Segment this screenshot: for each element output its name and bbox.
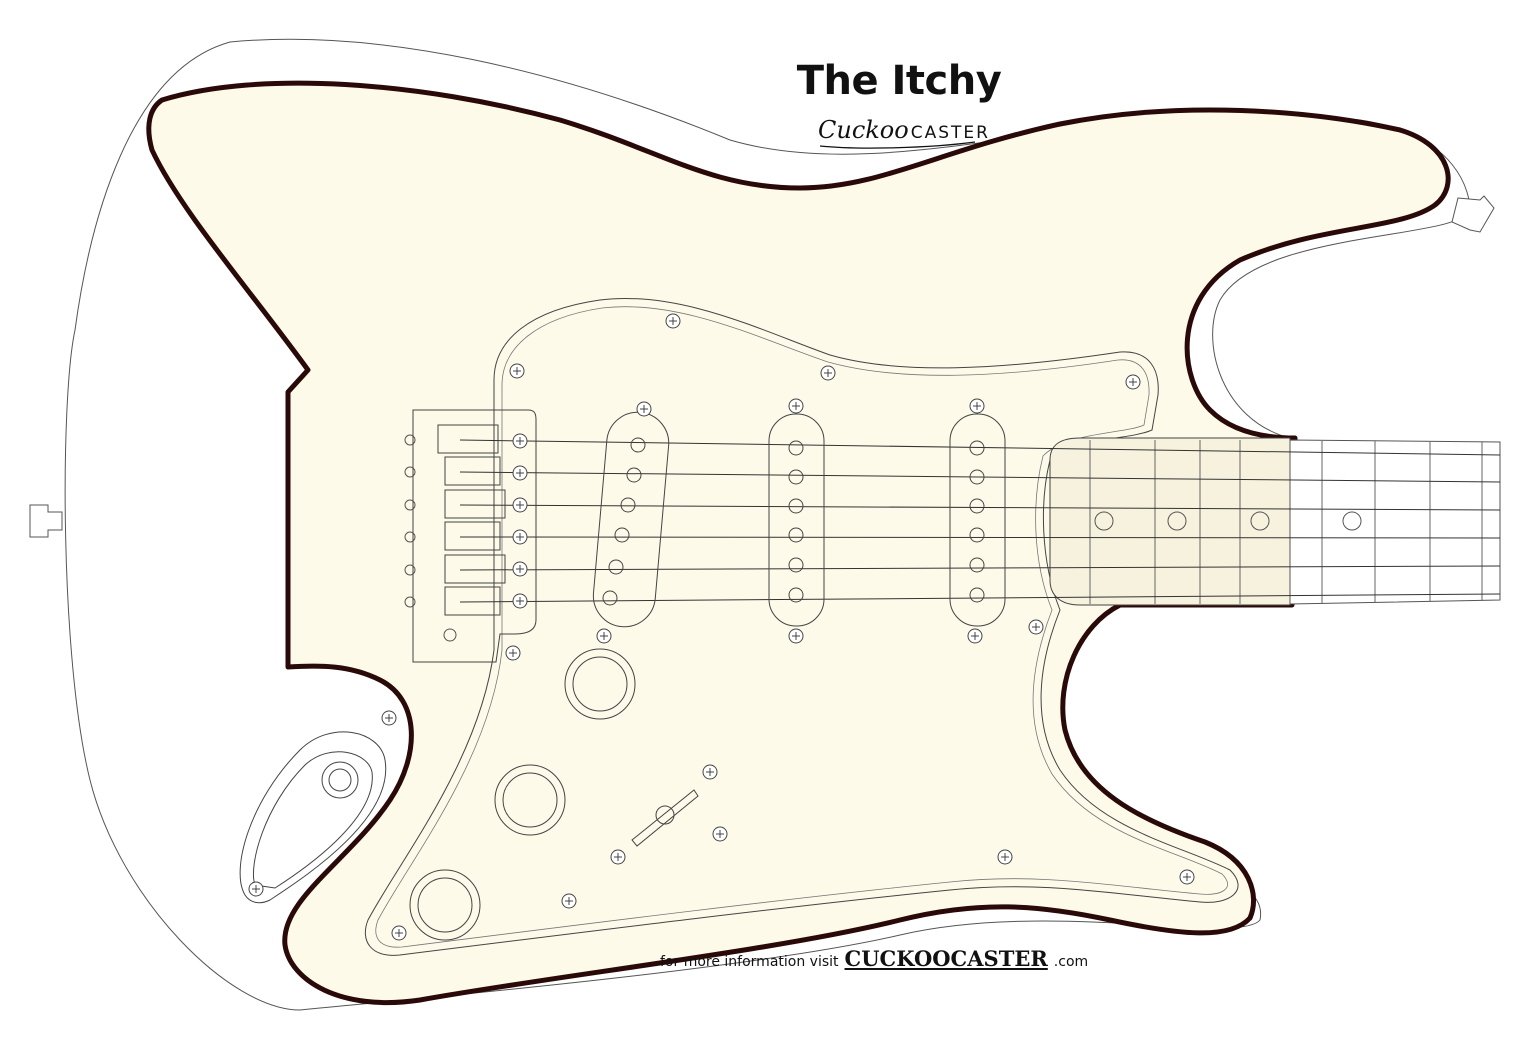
neck-pickup xyxy=(949,413,1006,627)
volume-knob xyxy=(564,648,636,720)
screw-icon xyxy=(1028,619,1044,635)
screw-icon xyxy=(512,433,528,449)
middle-pickup xyxy=(768,413,825,627)
screws xyxy=(248,313,1195,941)
screw-icon xyxy=(596,628,612,644)
screw-icon xyxy=(969,398,985,414)
screw-icon xyxy=(248,881,264,897)
screw-icon xyxy=(610,849,626,865)
brand-caps: CASTER xyxy=(910,123,990,143)
footer-logo: CUCKOOCASTER xyxy=(844,946,1048,971)
screw-icon xyxy=(561,893,577,909)
screw-icon xyxy=(702,764,718,780)
page-title: The Itchy xyxy=(796,58,1002,104)
screw-icon xyxy=(512,465,528,481)
screw-icon xyxy=(665,313,681,329)
footer-text: for more information visit xyxy=(660,954,839,970)
screw-icon xyxy=(712,826,728,842)
footer: for more information visit CUCKOOCASTER … xyxy=(660,946,1088,971)
strings xyxy=(459,439,1501,603)
pickguard-inner-outline xyxy=(375,306,1228,948)
screw-icon xyxy=(512,561,528,577)
screw-icon xyxy=(636,401,652,417)
screw-icon xyxy=(820,365,836,381)
screw-icon xyxy=(381,710,397,726)
screw-icon xyxy=(1125,374,1141,390)
control-knobs xyxy=(409,648,636,941)
screw-icon xyxy=(391,925,407,941)
screw-icon xyxy=(788,628,804,644)
screw-icon xyxy=(997,849,1013,865)
screw-icon xyxy=(788,398,804,414)
screw-icon xyxy=(967,628,983,644)
brand-script: Cuckoo xyxy=(818,116,909,144)
screw-icon xyxy=(512,593,528,609)
neck-heel xyxy=(1049,437,1291,606)
pickup-selector-icon xyxy=(631,789,699,847)
tone-knob-1 xyxy=(494,764,566,836)
strap-button-icon xyxy=(29,195,1495,538)
footer-suffix: .com xyxy=(1053,954,1089,970)
screw-icon xyxy=(505,645,521,661)
brand-underline xyxy=(819,141,976,149)
screw-icon xyxy=(1179,869,1195,885)
output-jack-icon xyxy=(239,731,387,904)
fret-markers xyxy=(1094,511,1362,531)
frets xyxy=(1089,440,1483,604)
itchy-body-outline xyxy=(146,80,1451,1006)
screw-icon xyxy=(512,497,528,513)
bridge xyxy=(404,409,537,663)
tone-knob-2 xyxy=(409,869,481,941)
screw-icon xyxy=(509,363,525,379)
pickguard-outline xyxy=(364,297,1239,956)
brand-logo: Cuckoo CASTER xyxy=(818,116,990,150)
screw-icon xyxy=(512,529,528,545)
